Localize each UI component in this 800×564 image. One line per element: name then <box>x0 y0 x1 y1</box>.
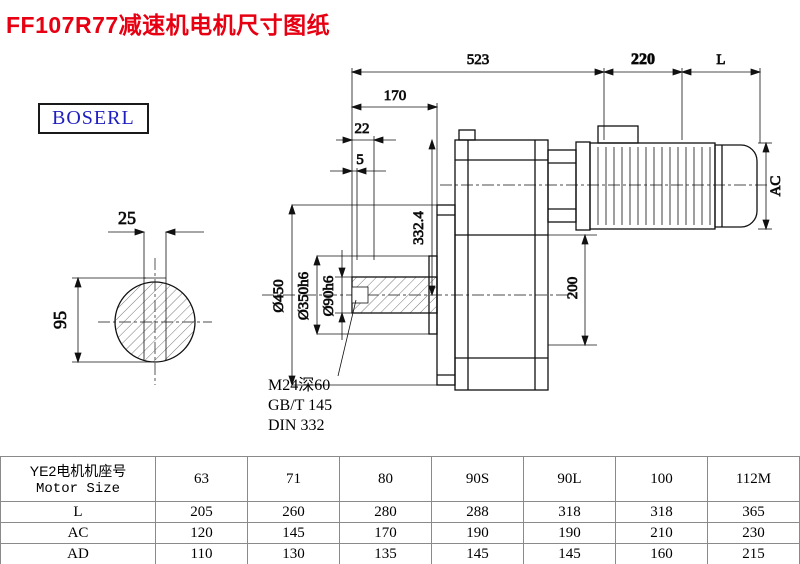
motor-body <box>589 142 716 230</box>
value-cell: 145 <box>431 543 524 564</box>
value-cell: 145 <box>523 543 616 564</box>
dim-220-label: 220 <box>631 51 655 68</box>
output-shaft <box>351 276 438 314</box>
dim-25-label: 25 <box>118 208 136 228</box>
dim-200: 200 <box>548 234 597 346</box>
value-cell: 318 <box>615 501 708 523</box>
dim-dia90-label: Ø90h6 <box>321 275 337 316</box>
dim-332-4: 332.4 <box>411 139 436 296</box>
size-cell: 112M <box>707 456 800 502</box>
dim-dia-350: Ø350h6 <box>296 255 429 335</box>
note-gb-standard: GB/T 145 <box>268 397 332 414</box>
size-cell: 100 <box>615 456 708 502</box>
value-cell: 280 <box>339 501 432 523</box>
dim-95: 95 <box>50 277 152 363</box>
value-cell: 260 <box>247 501 340 523</box>
table-row: AD 110 130 135 145 145 160 215 <box>0 543 800 564</box>
note-thread-spec: M24深60 <box>268 376 330 394</box>
shaft-end-notes: M24深60 GB/T 145 DIN 332 <box>268 299 357 434</box>
dim-dia-450: Ø450 <box>271 204 437 386</box>
dim-AC-label: AC <box>768 176 784 197</box>
dimension-drawing: 25 95 <box>50 51 785 434</box>
size-cell: 90L <box>523 456 616 502</box>
size-cell: 90S <box>431 456 524 502</box>
value-cell: 135 <box>339 543 432 564</box>
dim-5-label: 5 <box>356 152 364 168</box>
shaft-bore-section-view <box>98 232 212 385</box>
value-cell: 170 <box>339 522 432 544</box>
dim-95-label: 95 <box>50 311 70 329</box>
table-header-row: YE2电机机座号 Motor Size 63 71 80 90S 90L 100… <box>0 456 800 502</box>
size-cell: 71 <box>247 456 340 502</box>
dim-22-label: 22 <box>355 121 370 137</box>
value-cell: 145 <box>247 522 340 544</box>
size-cell: 80 <box>339 456 432 502</box>
dim-170: 170 <box>351 88 438 205</box>
value-cell: 288 <box>431 501 524 523</box>
dim-22: 22 <box>336 121 396 260</box>
header-line1: YE2电机机座号 <box>29 463 127 479</box>
gearbox-housing <box>428 129 549 391</box>
value-cell: 110 <box>155 543 248 564</box>
fan-cover <box>714 144 758 228</box>
value-cell: 120 <box>155 522 248 544</box>
top-dimension-chain: 523 220 L <box>351 51 761 277</box>
dim-dia-90: Ø90h6 <box>321 250 352 340</box>
dim-L-label: L <box>716 52 725 68</box>
table-row: L 205 260 280 288 318 318 365 <box>0 501 800 523</box>
page-title: FF107R77减速机电机尺寸图纸 <box>6 12 331 38</box>
value-cell: 190 <box>523 522 616 544</box>
dim-AC: AC <box>758 142 784 230</box>
value-cell: 190 <box>431 522 524 544</box>
row-label: AC <box>0 522 156 544</box>
value-cell: 205 <box>155 501 248 523</box>
motor-size-header-cell: YE2电机机座号 Motor Size <box>0 456 156 502</box>
table-row: AC 120 145 170 190 190 210 230 <box>0 522 800 544</box>
dim-5: 5 <box>330 152 386 260</box>
value-cell: 365 <box>707 501 800 523</box>
dim-dia350-label: Ø350h6 <box>296 271 312 320</box>
row-label: AD <box>0 543 156 564</box>
dim-523-label: 523 <box>467 52 490 68</box>
brand-logo: BOSERL <box>38 103 149 134</box>
dim-332-label: 332.4 <box>411 211 427 245</box>
motor <box>547 125 758 231</box>
motor-dimension-table: YE2电机机座号 Motor Size 63 71 80 90S 90L 100… <box>0 456 800 564</box>
size-cell: 63 <box>155 456 248 502</box>
dim-200-label: 200 <box>565 277 581 300</box>
note-din-standard: DIN 332 <box>268 417 324 434</box>
value-cell: 130 <box>247 543 340 564</box>
value-cell: 215 <box>707 543 800 564</box>
row-label: L <box>0 501 156 523</box>
header-line2: Motor Size <box>35 481 120 497</box>
dim-25: 25 <box>108 208 204 236</box>
dim-170-label: 170 <box>384 88 407 104</box>
value-cell: 318 <box>523 501 616 523</box>
motor-fins <box>597 147 711 225</box>
value-cell: 230 <box>707 522 800 544</box>
dim-dia450-label: Ø450 <box>271 279 287 312</box>
value-cell: 210 <box>615 522 708 544</box>
value-cell: 160 <box>615 543 708 564</box>
